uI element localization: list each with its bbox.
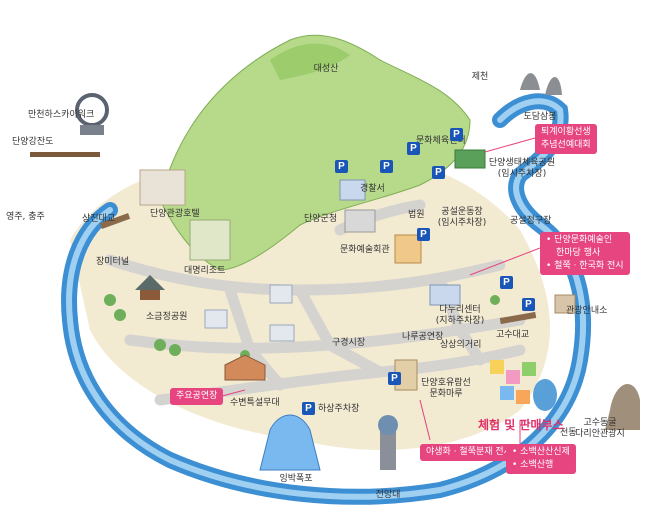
label-danuri: 다누리센터 — [439, 305, 481, 315]
callout-commemorate-line1: 퇴계이황선생 — [541, 127, 591, 137]
label-danuri-sub: (지하주차장) — [435, 316, 485, 326]
booth-title: 체험 및 판매부스 — [478, 418, 564, 432]
gosu-bridge — [499, 311, 537, 325]
dodam-rock-1 — [520, 73, 540, 90]
label-court: 법원 — [408, 210, 425, 220]
label-hasang-parking: 하상주차장 — [318, 404, 360, 414]
callout-hanmadang-line2: 한마당 행사 — [556, 248, 601, 258]
label-jangmi: 장미터널 — [96, 257, 130, 267]
mountain-icon — [159, 34, 471, 271]
callout-commemorate: 퇴계이황선생 추념선예대회 — [535, 124, 597, 154]
cave-icon — [605, 383, 640, 430]
label-munhwa-center: 문화체육센터 — [416, 136, 466, 146]
sangjin-bridge — [99, 213, 131, 229]
label-mancheonha: 만천하스카이워크 — [28, 110, 95, 120]
label-sangsang: 상상의거리 — [440, 340, 482, 350]
callout-sobaek-line2: • 소백산행 — [512, 460, 554, 470]
label-daeseongsan: 대성산 — [313, 64, 339, 74]
river-highlight — [66, 98, 586, 500]
booth-icons — [490, 360, 557, 411]
label-yeongju: 영주, 충주 — [6, 212, 45, 222]
label-danyang-bridge: 단양강잔도 — [12, 137, 54, 147]
label-danyang-stadium-sub: (임시주차장) — [497, 169, 547, 179]
label-jeonmangdae: 전망대 — [375, 490, 401, 500]
parking-icon: P — [432, 166, 445, 179]
callout-lines — [221, 137, 541, 445]
parking-icon: P — [302, 402, 315, 415]
callout-commemorate-line2: 추념선예대회 — [541, 140, 591, 150]
parking-icon: P — [380, 160, 393, 173]
parking-icon: P — [500, 276, 513, 289]
label-daemyung: 대명리조트 — [184, 266, 226, 276]
callout-sobaek-line1: • 소백산산신제 — [512, 447, 570, 457]
label-police: 경찰서 — [360, 184, 385, 194]
skywalk-base — [80, 125, 104, 135]
callout-exhibit: 야생화 · 철쭉분재 전시 — [420, 444, 518, 461]
label-gosu-bridge: 고수대교 — [496, 330, 530, 340]
parking-icon: P — [450, 128, 463, 141]
label-culture-hall: 문화예술회관 — [340, 245, 390, 255]
label-gugyeong: 구경시장 — [332, 338, 366, 348]
label-public-gym: 공설정구장 — [510, 216, 552, 226]
label-county-office: 단양군청 — [304, 214, 338, 224]
dodam-rock-2 — [545, 76, 562, 95]
observatory-top — [378, 415, 398, 435]
label-subyeon: 수변특설무대 — [230, 398, 280, 408]
label-gosu-cave-sub: 다리안관광지 — [575, 429, 625, 439]
label-hotel: 단양관광호텔 — [150, 209, 200, 219]
label-jecheon: 제천 — [471, 72, 489, 82]
callout-hanmadang-line1: • 단양문화예술인 — [546, 235, 613, 245]
parking-icon: P — [388, 372, 401, 385]
label-danyang-lake: 단양호유람선 — [421, 378, 471, 388]
label-sangjin: 상진대교 — [82, 214, 116, 224]
callout-hanmadang-line3: • 철쭉 · 한국화 전시 — [546, 261, 624, 271]
parking-icon: P — [417, 228, 430, 241]
pagoda-base — [140, 290, 160, 300]
label-tourist-info: 관광안내소 — [566, 306, 608, 316]
label-public-stadium-sub: (임시주차장) — [437, 218, 487, 228]
label-cheondong: 천동 — [560, 428, 577, 438]
label-naru: 나루공연장 — [402, 332, 444, 342]
walkway — [30, 152, 100, 157]
stage-icon — [224, 354, 266, 381]
label-sogeum: 소금정공원 — [146, 312, 188, 322]
label-danyang-stadium: 단양생태체육공원 — [488, 158, 556, 168]
label-ingbaek: 잉박폭포 — [279, 474, 313, 484]
mountain-peak — [270, 43, 350, 80]
parking-icon: P — [522, 298, 535, 311]
pagoda-icon — [135, 275, 165, 290]
building-icon — [139, 149, 576, 391]
parking-icon: P — [335, 160, 348, 173]
label-danyang-lake-sub: 문화마루 — [429, 389, 463, 399]
label-dodamsambong: 도담삼봉 — [523, 112, 557, 122]
tree-icon — [104, 294, 500, 360]
waterfall-icon — [259, 414, 321, 471]
parking-icon: P — [407, 142, 420, 155]
label-gosu-cave: 고수동굴 — [583, 418, 617, 428]
label-public-stadium: 공설운동장 — [441, 207, 483, 217]
observatory-icon — [380, 430, 396, 470]
callout-sobaek: • 소백산산신제 • 소백산행 — [506, 444, 576, 474]
callout-hanmadang: • 단양문화예술인 한마당 행사 • 철쭉 · 한국화 전시 — [540, 232, 630, 275]
callout-main-stage: 주요공연장 — [170, 388, 224, 405]
